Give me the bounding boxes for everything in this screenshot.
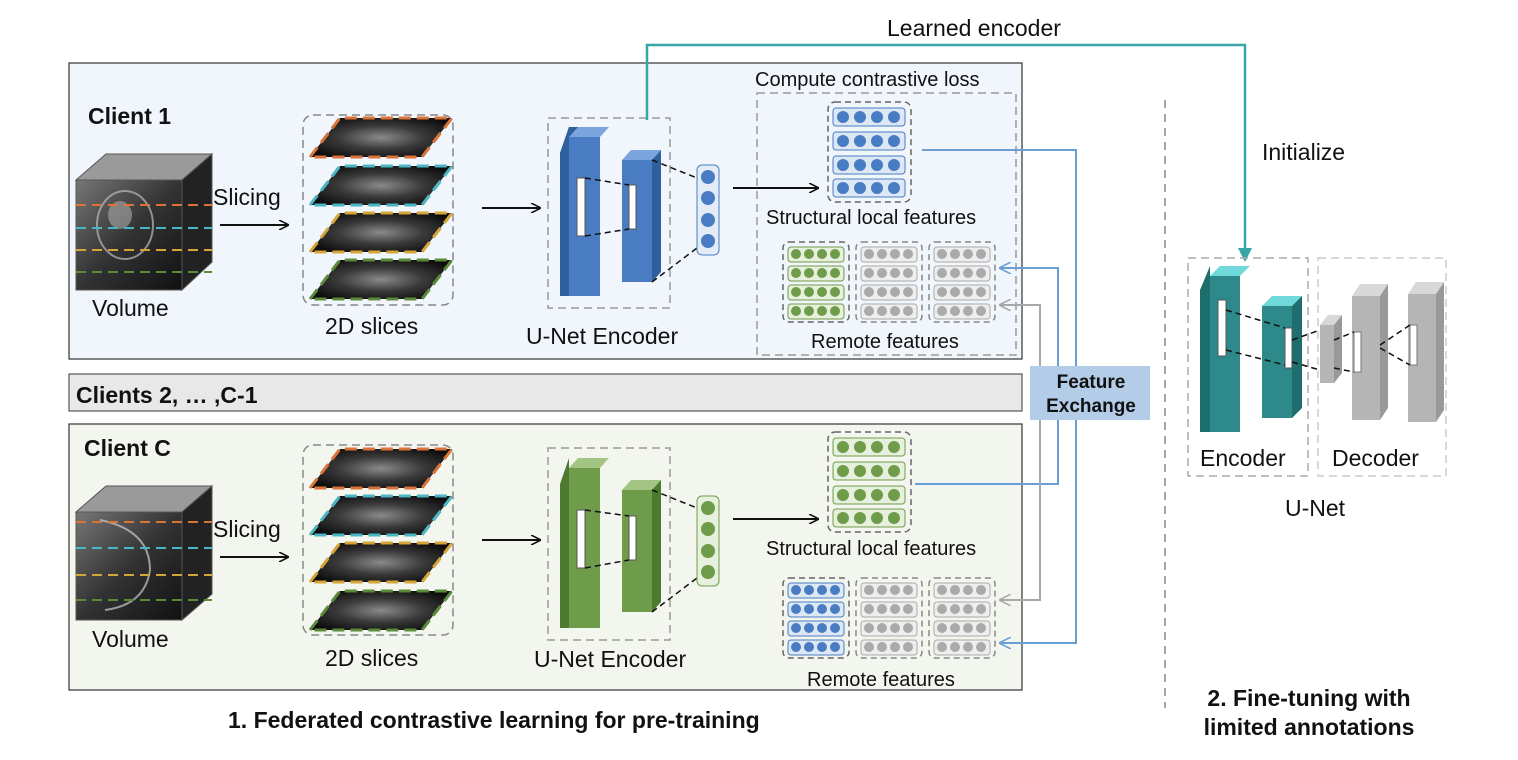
clientC-remote-features — [782, 577, 996, 659]
clientC-structural-label: Structural local features — [766, 538, 976, 560]
client1-remote-features — [782, 241, 996, 323]
client1-slice-stack — [306, 116, 456, 301]
learned-encoder-arrow — [645, 43, 1252, 262]
client1-label: Client 1 — [88, 103, 171, 129]
clientC-volume-label: Volume — [92, 626, 169, 652]
client1-encoder-label: U-Net Encoder — [526, 323, 678, 349]
finetune-encoder-label: Encoder — [1200, 445, 1286, 471]
caption-finetune-1: 2. Fine-tuning with — [1207, 685, 1410, 711]
client1-volume-cube — [74, 152, 214, 292]
clientC-slicing-label: Slicing — [213, 516, 281, 542]
clients-middle-panel — [68, 373, 1023, 412]
client1-structural-label: Structural local features — [766, 207, 976, 229]
clientC-slice-stack — [306, 447, 456, 632]
finetune-unet-blocks — [1200, 266, 1444, 432]
finetune-encoder-box — [1187, 257, 1309, 477]
clientC-slices-box — [302, 444, 454, 636]
clientC-label: Client C — [84, 435, 171, 461]
learned-encoder-label: Learned encoder — [887, 15, 1061, 41]
finetune-decoder-box — [1317, 257, 1447, 477]
client1-slicing-label: Slicing — [213, 184, 281, 210]
caption-pretraining: 1. Federated contrastive learning for pr… — [228, 707, 760, 733]
clients-middle-label: Clients 2, … ,C-1 — [76, 382, 258, 408]
clientC-volume-cube — [74, 484, 214, 622]
caption-finetune-2: limited annotations — [1204, 714, 1415, 740]
clientC-slices-label: 2D slices — [325, 645, 418, 671]
exchange-line-middle-to-client1 — [1000, 305, 1041, 385]
client1-slices-label: 2D slices — [325, 313, 418, 339]
client1-remote-label: Remote features — [811, 331, 959, 353]
compute-contrastive-loss-label: Compute contrastive loss — [755, 69, 980, 91]
finetune-decoder-label: Decoder — [1332, 445, 1419, 471]
clientC-local-features — [827, 431, 912, 533]
clientC-remote-label: Remote features — [807, 669, 955, 691]
client1-volume-label: Volume — [92, 295, 169, 321]
feature-exchange-box — [1030, 366, 1150, 420]
client1-slices-box — [302, 114, 454, 306]
client1-contrastive-box — [756, 92, 1017, 356]
feature-exchange-label-2: Exchange — [1046, 396, 1136, 417]
exchange-line-middle-to-clientC — [1000, 405, 1041, 600]
clientC-encoder-label: U-Net Encoder — [534, 646, 686, 672]
feature-exchange-label-1: Feature — [1057, 372, 1126, 393]
initialize-label: Initialize — [1262, 139, 1345, 165]
finetune-unet-label: U-Net — [1285, 495, 1346, 521]
client1-local-features — [827, 101, 912, 203]
clientC-encoder-blocks — [560, 458, 720, 628]
client1-encoder-blocks — [560, 127, 720, 296]
